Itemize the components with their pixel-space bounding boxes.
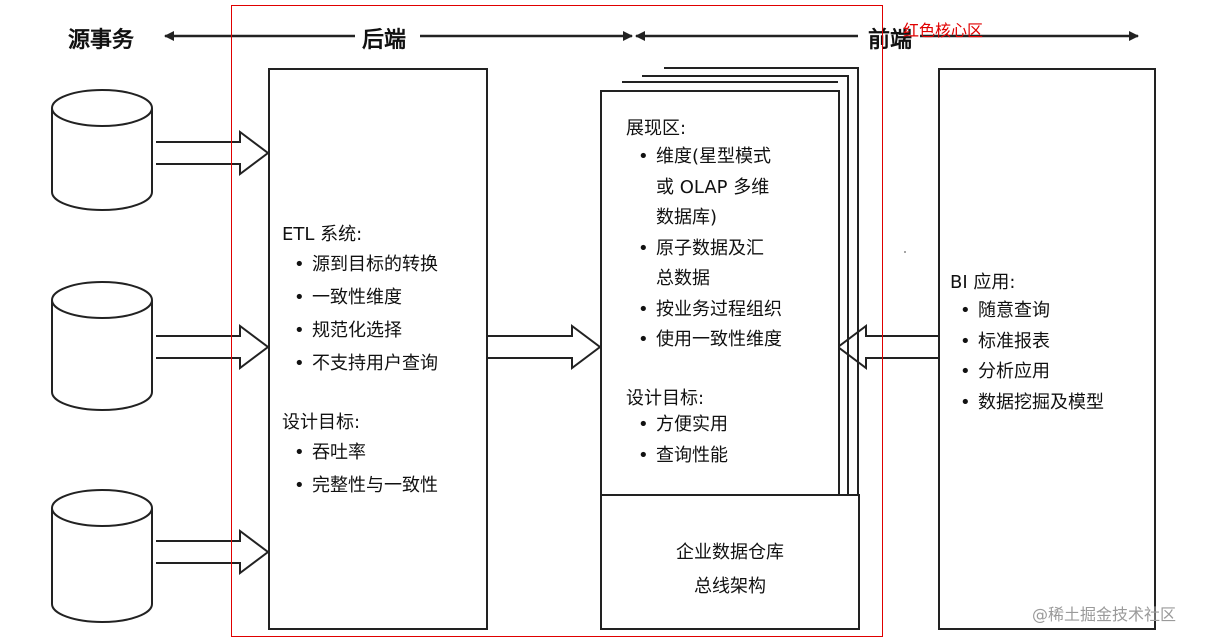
etl-system-box: ETL 系统: 源到目标的转换 一致性维度 规范化选择 不支持用户查询 设计目标…: [268, 68, 488, 630]
bi-item: 分析应用: [950, 357, 1104, 388]
bi-item: 数据挖掘及模型: [950, 388, 1104, 419]
presentation-goal-item: 方便实用: [628, 410, 728, 441]
etl-goal-title: 设计目标:: [282, 412, 361, 433]
etl-goal-list: 吞吐率 完整性与一致性: [284, 436, 438, 502]
etl-item: 不支持用户查询: [284, 347, 438, 380]
frontend-header: 前端: [868, 28, 913, 53]
stacked-page-middle: [642, 75, 849, 494]
bi-to-presentation-arrow: [836, 324, 938, 370]
watermark: @稀土掘金技术社区: [1032, 605, 1177, 624]
presentation-goal-item: 查询性能: [628, 441, 728, 472]
bi-item: 标准报表: [950, 327, 1104, 358]
etl-to-presentation-arrow: [488, 324, 602, 370]
source-database-icon: [51, 281, 153, 411]
bi-item-list: 随意查询 标准报表 分析应用 数据挖掘及模型: [950, 296, 1104, 418]
bus-architecture-box: 企业数据仓库 总线架构: [600, 494, 860, 630]
source-to-etl-arrow: [156, 324, 270, 370]
etl-item: 一致性维度: [284, 281, 438, 314]
presentation-goal-title: 设计目标:: [626, 388, 705, 409]
presentation-item: 使用一致性维度: [628, 325, 833, 356]
source-database-icon: [51, 489, 153, 623]
presentation-title: 展现区:: [626, 118, 687, 139]
bi-title: BI 应用:: [950, 272, 1016, 293]
stacked-page-back: [664, 67, 859, 494]
backend-header: 后端: [362, 28, 407, 53]
bi-applications-box: BI 应用: 随意查询 标准报表 分析应用 数据挖掘及模型: [938, 68, 1156, 630]
source-to-etl-arrow: [156, 130, 270, 176]
presentation-goal-list: 方便实用 查询性能: [628, 410, 728, 471]
bi-item: 随意查询: [950, 296, 1104, 327]
etl-item: 规范化选择: [284, 314, 438, 347]
etl-goal-item: 完整性与一致性: [284, 469, 438, 502]
bus-line-2: 总线架构: [694, 576, 766, 597]
etl-title: ETL 系统:: [282, 224, 363, 245]
etl-item: 源到目标的转换: [284, 248, 438, 281]
etl-item-list: 源到目标的转换 一致性维度 规范化选择 不支持用户查询: [284, 248, 438, 380]
etl-goal-item: 吞吐率: [284, 436, 438, 469]
source-to-etl-arrow: [156, 529, 270, 575]
bus-line-1: 企业数据仓库: [676, 542, 784, 563]
annotation-label: 红色核心区: [903, 21, 984, 40]
presentation-item: 按业务过程组织: [628, 295, 833, 326]
source-database-icon: [51, 89, 153, 211]
source-header: 源事务: [68, 28, 135, 53]
